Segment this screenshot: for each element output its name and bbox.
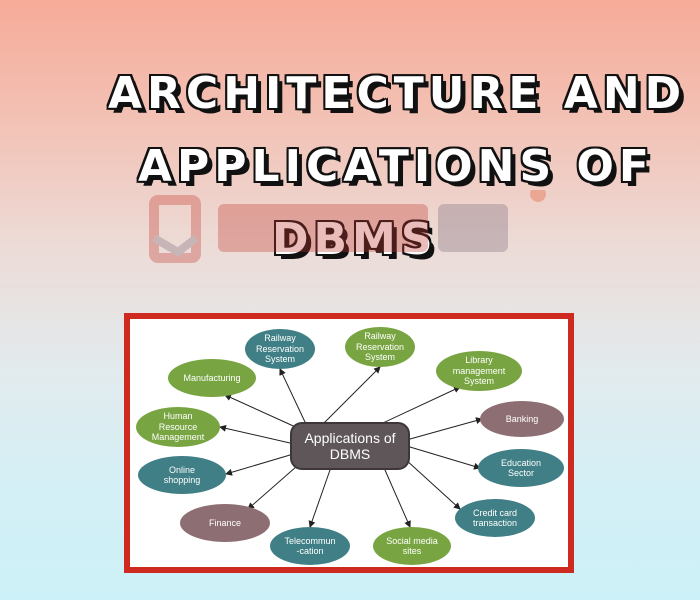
node-telecommunication: Telecommun-cation [270, 527, 350, 565]
connector-arrow-5 [403, 441, 481, 470]
connector-arrow-11 [219, 424, 297, 448]
connector-arrow-10 [225, 449, 297, 476]
connector-arrow-7 [379, 463, 411, 528]
node-finance: Finance [180, 504, 270, 542]
title-line-2: APPLICATIONS OF [138, 141, 654, 192]
connector-arrow-8 [308, 463, 336, 528]
node-manufacturing: Manufacturing [168, 359, 256, 397]
hub-label-line-2: DBMS [329, 446, 371, 462]
title-line-1: ARCHITECTURE AND [108, 68, 687, 119]
title-line-3: DBMS [272, 218, 438, 262]
connector-arrow-2 [318, 366, 381, 429]
connector-arrow-4 [403, 417, 483, 444]
connector-arrow-1 [279, 368, 311, 429]
watermark-logo [149, 190, 546, 263]
connector-arrow-12 [224, 394, 307, 435]
hub-applications-of-dbms: Applications of DBMS [290, 422, 410, 470]
connector-arrow-6 [398, 452, 461, 510]
node-banking: Banking [480, 401, 564, 437]
hub-label-line-1: Applications of [304, 429, 396, 446]
